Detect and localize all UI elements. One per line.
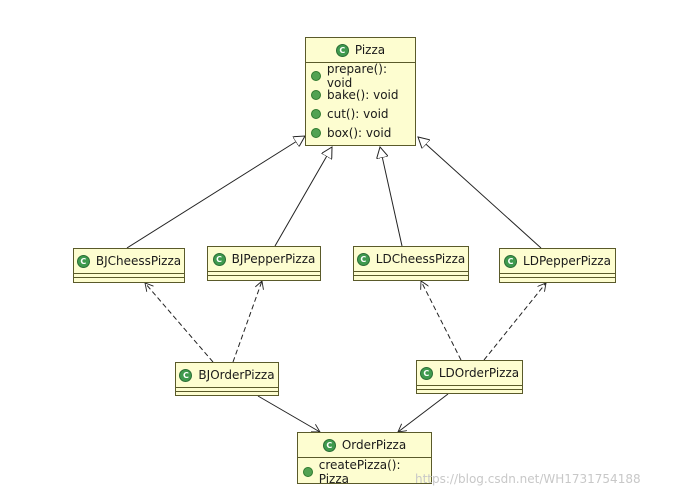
assoc-ldorder-order xyxy=(398,393,449,432)
assoc-bjorder-order xyxy=(257,395,320,432)
class-name: Pizza xyxy=(354,43,386,57)
class-name: LDCheessPizza xyxy=(375,252,466,266)
watermark-text: https://blog.csdn.net/WH1731754188 xyxy=(415,472,641,486)
public-method-icon xyxy=(311,89,321,100)
attributes-section xyxy=(74,274,184,278)
public-method-icon xyxy=(311,70,321,81)
method-item: prepare(): void xyxy=(306,62,415,90)
class-orderpizza[interactable]: C OrderPizza createPizza(): Pizza xyxy=(297,432,432,486)
operations-section xyxy=(354,276,468,279)
class-icon: C xyxy=(356,252,370,266)
dep-bjorder-bjchess xyxy=(145,283,214,363)
gen-bjchess-pizza xyxy=(126,136,305,249)
method-item: box(): void xyxy=(306,123,415,142)
dep-bjorder-bjpepper xyxy=(232,281,262,363)
class-ldorderpizza[interactable]: C LDOrderPizza xyxy=(416,360,523,394)
method-item: bake(): void xyxy=(306,85,415,104)
class-icon: C xyxy=(322,438,336,452)
class-icon: C xyxy=(335,43,349,57)
method-item: createPizza(): Pizza xyxy=(298,458,431,486)
attributes-section xyxy=(417,386,522,390)
class-icon: C xyxy=(504,254,518,268)
public-method-icon xyxy=(311,127,321,138)
class-ldcheesspizza[interactable]: C LDCheessPizza xyxy=(353,246,469,281)
class-bjorderpizza[interactable]: C BJOrderPizza xyxy=(175,362,279,396)
gen-ldpepper-pizza xyxy=(418,137,542,249)
class-name: BJPepperPizza xyxy=(231,252,316,266)
class-name: BJCheessPizza xyxy=(95,254,182,268)
class-icon: C xyxy=(179,368,193,382)
operations-section xyxy=(176,392,278,395)
class-name: BJOrderPizza xyxy=(198,368,275,382)
class-name: LDPepperPizza xyxy=(523,254,611,268)
operations-section xyxy=(208,276,320,279)
method-list: createPizza(): Pizza xyxy=(298,458,431,486)
class-name: OrderPizza xyxy=(341,438,407,452)
gen-ldchess-pizza xyxy=(380,147,403,247)
dep-ldorder-ldpepper xyxy=(483,283,546,361)
gen-bjpepper-pizza xyxy=(274,147,332,247)
dep-ldorder-ldchess xyxy=(421,281,462,361)
class-name: LDOrderPizza xyxy=(438,366,520,380)
attributes-section xyxy=(176,388,278,392)
method-item: cut(): void xyxy=(306,104,415,123)
method-list: prepare(): void bake(): void cut(): void… xyxy=(306,62,415,144)
class-pizza[interactable]: C Pizza prepare(): void bake(): void cut(… xyxy=(305,37,416,146)
class-ldpepperpizza[interactable]: C LDPepperPizza xyxy=(499,248,616,283)
operations-section xyxy=(74,278,184,281)
public-method-icon xyxy=(303,466,313,477)
operations-section xyxy=(417,390,522,393)
attributes-section xyxy=(500,274,615,278)
class-icon: C xyxy=(419,366,433,380)
public-method-icon xyxy=(311,108,321,119)
operations-section xyxy=(500,278,615,281)
attributes-section xyxy=(208,272,320,276)
attributes-section xyxy=(354,272,468,276)
class-icon: C xyxy=(212,252,226,266)
class-bjpepperpizza[interactable]: C BJPepperPizza xyxy=(207,246,321,281)
class-icon: C xyxy=(76,254,90,268)
class-bjcheesspizza[interactable]: C BJCheessPizza xyxy=(73,248,185,283)
